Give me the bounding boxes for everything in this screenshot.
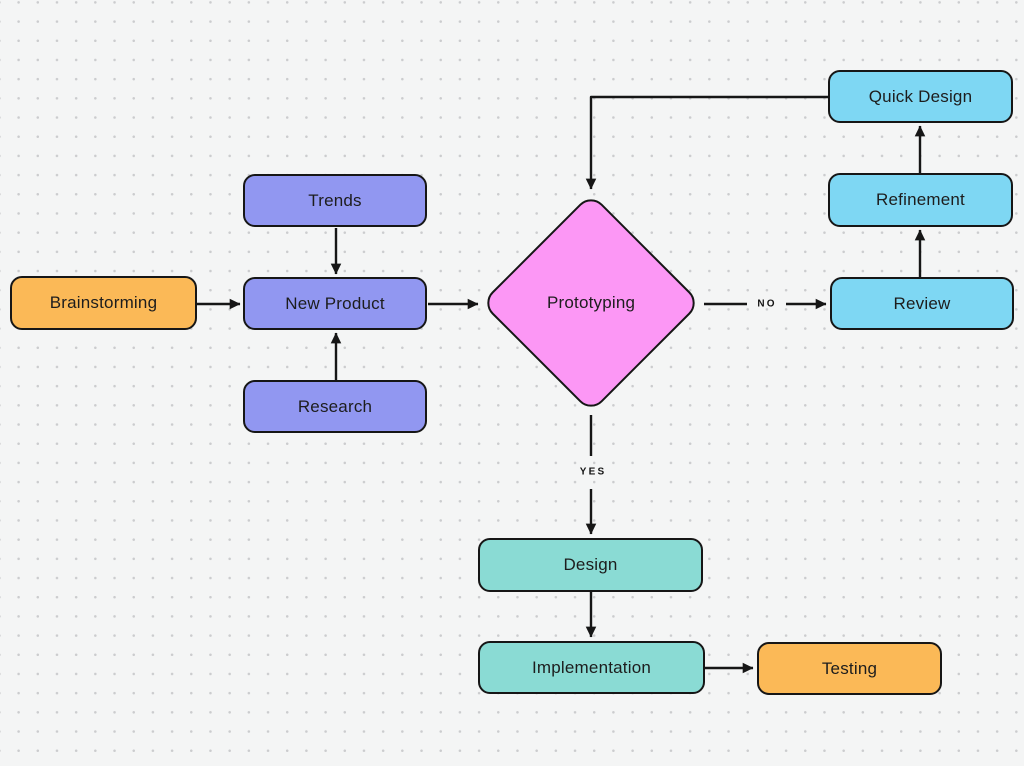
connector-quickdesign-prototyping	[585, 95, 828, 190]
node-design-label: Design	[563, 555, 618, 574]
node-research[interactable]: Research	[243, 380, 427, 433]
node-review[interactable]: Review	[830, 277, 1014, 330]
node-new-product-label: New Product	[285, 293, 385, 313]
node-brainstorming[interactable]: Brainstorming	[10, 276, 197, 330]
node-quick-design-label: Quick Design	[868, 86, 973, 106]
node-prototyping-diamond[interactable]: Prototyping	[480, 192, 702, 414]
node-new-product[interactable]: New Product	[243, 277, 427, 330]
node-design[interactable]: Design	[478, 538, 703, 592]
edge-label-yes: YES	[579, 466, 607, 478]
node-review-label: Review	[893, 293, 951, 313]
node-implementation[interactable]: Implementation	[478, 641, 705, 694]
node-refinement[interactable]: Refinement	[828, 173, 1013, 227]
node-implementation-label: Implementation	[531, 657, 652, 677]
node-trends-label: Trends	[308, 190, 362, 210]
node-testing-label: Testing	[821, 658, 878, 678]
node-trends[interactable]: Trends	[243, 174, 427, 227]
node-brainstorming-label: Brainstorming	[49, 293, 158, 312]
edge-label-no: NO	[757, 298, 777, 310]
node-refinement-label: Refinement	[876, 190, 965, 209]
node-research-label: Research	[297, 396, 373, 416]
node-quick-design[interactable]: Quick Design	[828, 70, 1013, 123]
node-prototyping-label: Prototyping	[546, 292, 636, 312]
node-testing[interactable]: Testing	[757, 642, 942, 695]
